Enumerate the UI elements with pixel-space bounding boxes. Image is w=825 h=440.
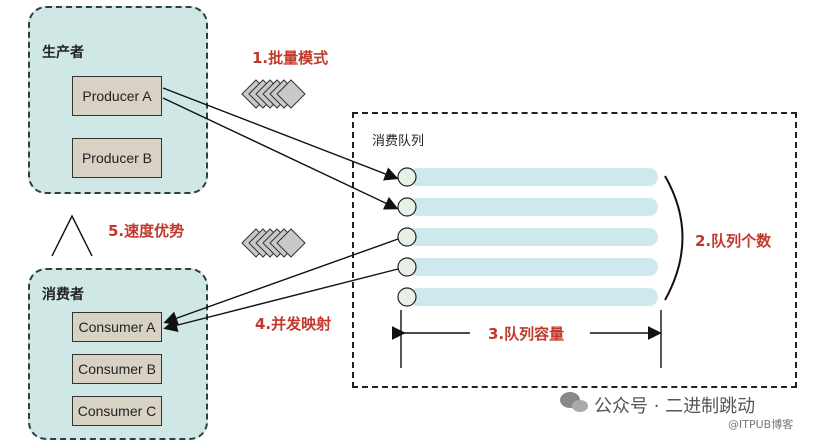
producer-b-node: Producer B xyxy=(72,138,162,178)
queue-count-bracket xyxy=(664,175,684,301)
label-queue-count: 2.队列个数 xyxy=(695,232,772,250)
queue-heads xyxy=(397,167,417,307)
arrow-queue-to-consumer-2 xyxy=(163,268,399,333)
arrow-producer-to-queue-1 xyxy=(162,87,399,181)
queue-bars xyxy=(408,168,658,306)
label-batch-mode: 1.批量模式 xyxy=(252,49,329,67)
queue-head xyxy=(397,167,417,187)
label-speed-advantage: 5.速度优势 xyxy=(108,222,185,240)
producer-group-title: 生产者 xyxy=(42,45,84,61)
queue-head xyxy=(397,197,417,217)
queue-head xyxy=(397,287,417,307)
queue-bar xyxy=(408,258,658,276)
queue-bar xyxy=(408,288,658,306)
capacity-dimension xyxy=(391,310,662,368)
wechat-logo-icon xyxy=(560,392,588,412)
consumer-group-title: 消费者 xyxy=(42,287,84,303)
arrow-queue-to-consumer-1 xyxy=(163,238,399,325)
queue-head xyxy=(397,257,417,277)
label-queue-capacity: 3.队列容量 xyxy=(488,325,565,343)
arrow-producer-to-queue-2 xyxy=(162,97,399,210)
consumer-c-node: Consumer C xyxy=(72,396,162,426)
consumer-a-node: Consumer A xyxy=(72,312,162,342)
queue-head xyxy=(397,227,417,247)
watermark-subtext: @ITPUB博客 xyxy=(728,418,794,431)
queue-bar xyxy=(408,228,658,246)
queue-title: 消费队列 xyxy=(372,134,425,149)
consumer-b-node: Consumer B xyxy=(72,354,162,384)
batch-messages-icon xyxy=(241,228,306,258)
queue-container xyxy=(352,112,797,388)
label-concurrency: 4.并发映射 xyxy=(255,315,332,333)
queue-bar xyxy=(408,198,658,216)
watermark-text: 公众号 · 二进制跳动 xyxy=(594,396,756,417)
queue-bar xyxy=(408,168,658,186)
speed-caret-icon xyxy=(51,214,93,257)
batch-messages-icon xyxy=(241,79,306,109)
producer-a-node: Producer A xyxy=(72,76,162,116)
